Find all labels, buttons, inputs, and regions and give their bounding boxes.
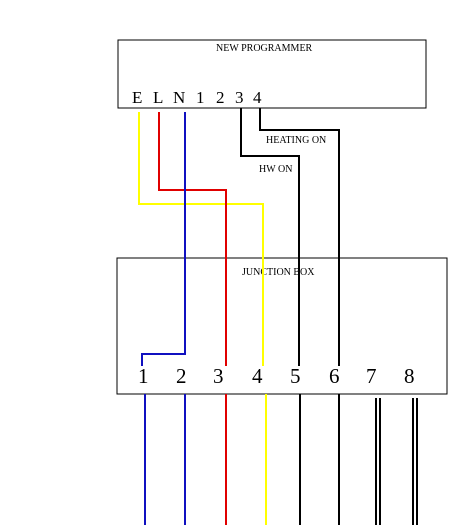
prog-terminal-1: 1 (196, 88, 205, 107)
heating-on-wire (259, 108, 340, 366)
jb-terminal-7: 7 (366, 364, 377, 388)
prog-terminal-3: 3 (235, 88, 244, 107)
jb-terminal-5: 5 (290, 364, 301, 388)
junction-box-title: JUNCTION BOX (242, 267, 315, 278)
prog-terminal-2: 2 (216, 88, 225, 107)
junction-box (116, 257, 448, 395)
live-wire (158, 112, 227, 366)
jb-terminal-6: 6 (329, 364, 340, 388)
jb-terminal-3: 3 (213, 364, 224, 388)
prog-terminal-4: 4 (253, 88, 262, 107)
jb-terminal-8: 8 (404, 364, 415, 388)
neutral-wire (141, 112, 186, 366)
hw-on-label: HW ON (259, 164, 292, 175)
jb-terminal-4: 4 (252, 364, 263, 388)
heating-on-label: HEATING ON (266, 135, 326, 146)
earth-wire (138, 112, 264, 366)
prog-terminal-e: E (132, 88, 142, 107)
programmer-box (117, 39, 427, 109)
hw-on-wire (240, 108, 300, 366)
prog-terminal-l: L (153, 88, 163, 107)
prog-terminal-n: N (173, 88, 185, 107)
programmer-title: NEW PROGRAMMER (216, 43, 313, 54)
jb-terminal-1: 1 (138, 364, 149, 388)
jb-terminal-2: 2 (176, 364, 187, 388)
